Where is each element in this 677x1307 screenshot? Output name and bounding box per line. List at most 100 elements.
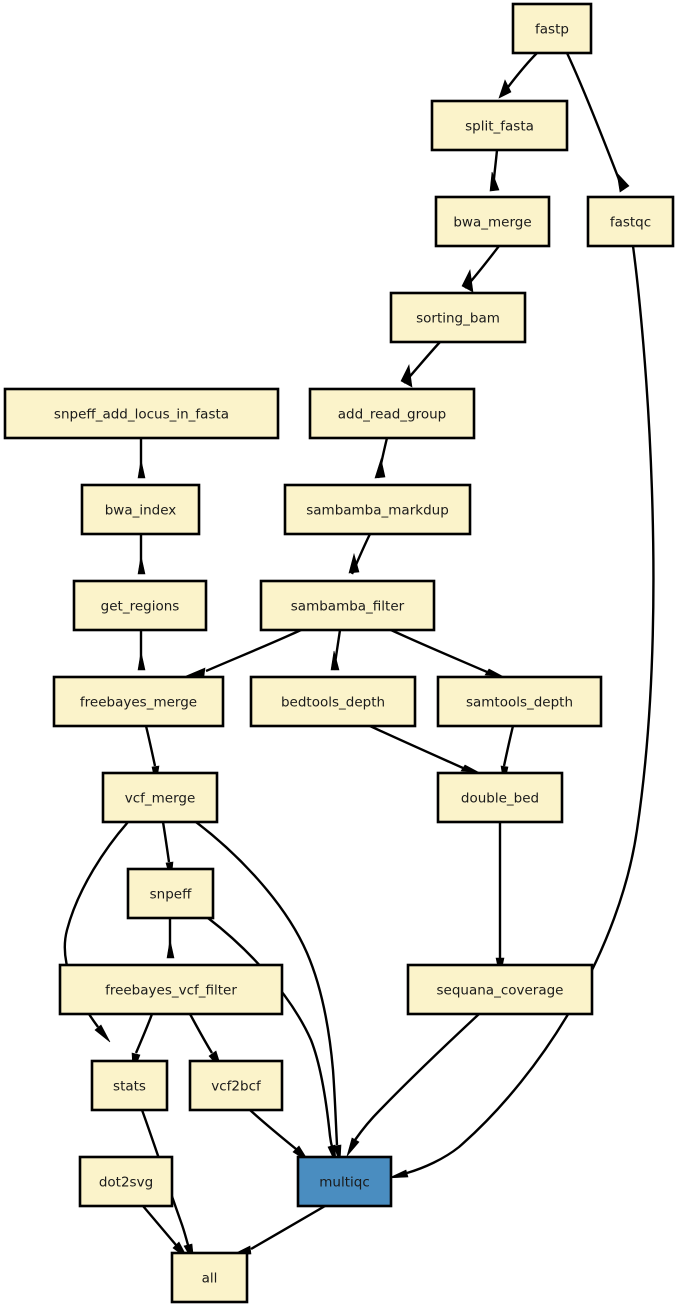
edge-line: [142, 1205, 177, 1246]
arrowhead-icon: [388, 1169, 409, 1179]
node-fastp[interactable]: fastp: [511, 2, 593, 55]
node-rect[interactable]: [72, 579, 208, 632]
node-vcf2bcf[interactable]: vcf2bcf: [188, 1059, 284, 1112]
node-fastqc[interactable]: fastqc: [586, 195, 675, 248]
node-rect[interactable]: [188, 1059, 284, 1112]
node-rect[interactable]: [58, 963, 284, 1016]
node-double_bed[interactable]: double_bed: [436, 771, 564, 824]
edge-line: [161, 821, 171, 863]
node-all[interactable]: all: [170, 1251, 249, 1304]
edge-split_fasta-bwa_merge: [489, 149, 500, 192]
arrowhead-icon: [137, 555, 146, 575]
node-rect[interactable]: [434, 195, 551, 248]
node-rect[interactable]: [249, 675, 417, 728]
edge-add_read_group-sambamba_markdup: [374, 437, 389, 479]
node-samtools_depth[interactable]: samtools_depth: [436, 675, 603, 728]
node-sambamba_markdup[interactable]: sambamba_markdup: [283, 483, 472, 536]
edge-sambamba_filter-bedtools_depth: [330, 629, 342, 671]
arrowhead-icon: [137, 459, 146, 479]
edge-bwa_index-get_regions: [137, 533, 146, 575]
edge-sambamba_filter-samtools_depth: [390, 628, 505, 678]
node-rect[interactable]: [259, 579, 436, 632]
node-sorting_bam[interactable]: sorting_bam: [389, 291, 527, 344]
edge-line: [144, 725, 157, 767]
edge-line: [134, 1013, 154, 1054]
edge-get_regions-freebayes_merge: [137, 629, 146, 671]
node-rect[interactable]: [436, 675, 603, 728]
edge-vcf2bcf-multiqc: [249, 1109, 310, 1163]
arrowhead-icon: [374, 457, 386, 479]
edge-fastp-split_fasta: [498, 52, 538, 99]
node-rect[interactable]: [170, 1251, 249, 1304]
node-bedtools_depth[interactable]: bedtools_depth: [249, 675, 417, 728]
node-rect[interactable]: [430, 99, 569, 152]
arrowhead-icon: [461, 268, 474, 293]
node-multiqc[interactable]: multiqc: [296, 1155, 393, 1208]
edge-line: [249, 1109, 297, 1150]
edge-line: [205, 628, 302, 673]
node-rect[interactable]: [308, 387, 476, 440]
edge-sambamba_filter-freebayes_merge: [185, 628, 302, 677]
node-rect[interactable]: [90, 1059, 169, 1112]
arrowhead-icon: [166, 939, 175, 959]
node-sambamba_filter[interactable]: sambamba_filter: [259, 579, 436, 632]
edge-sorting_bam-add_read_group: [400, 341, 441, 388]
edge-multiqc-all: [231, 1204, 326, 1256]
edge-line: [250, 1204, 326, 1251]
node-bwa_index[interactable]: bwa_index: [80, 483, 201, 536]
edge-double_bed-sequana_coverage: [495, 821, 505, 978]
edge-snpeff-multiqc: [207, 917, 337, 1165]
node-rect[interactable]: [101, 771, 219, 824]
arrowhead-icon: [498, 79, 512, 99]
edge-line: [207, 917, 334, 1147]
node-rect[interactable]: [3, 387, 280, 440]
node-bwa_merge[interactable]: bwa_merge: [434, 195, 551, 248]
edge-bwa_merge-sorting_bam: [461, 245, 500, 293]
arrowhead-icon: [330, 650, 340, 671]
node-rect[interactable]: [296, 1155, 393, 1208]
edge-fastqc-multiqc: [388, 245, 655, 1179]
node-rect[interactable]: [406, 963, 594, 1016]
node-rect[interactable]: [80, 483, 201, 536]
arrowhead-icon: [348, 552, 360, 574]
node-sequana_coverage[interactable]: sequana_coverage: [406, 963, 594, 1016]
node-freebayes_vcf_filter[interactable]: freebayes_vcf_filter: [58, 963, 284, 1016]
edge-snpeff-freebayes_vcf_filter: [166, 918, 175, 959]
node-split_fasta[interactable]: split_fasta: [430, 99, 569, 152]
edge-line: [195, 821, 339, 1146]
node-rect[interactable]: [511, 2, 593, 55]
node-stats[interactable]: stats: [90, 1059, 169, 1112]
edge-sequana_coverage-multiqc: [346, 1013, 480, 1157]
node-freebayes_merge[interactable]: freebayes_merge: [52, 675, 225, 728]
edge-dot2svg-all: [142, 1205, 189, 1260]
arrowhead-icon: [400, 363, 413, 388]
node-rect[interactable]: [52, 675, 225, 728]
node-rect[interactable]: [126, 867, 215, 920]
arrowhead-icon: [346, 1137, 360, 1157]
arrowhead-icon: [616, 172, 630, 193]
edge-line: [354, 1013, 480, 1141]
edge-line: [406, 245, 655, 1175]
node-dot2svg[interactable]: dot2svg: [78, 1155, 174, 1208]
node-rect[interactable]: [283, 483, 472, 536]
edge-line: [140, 1109, 190, 1246]
arrowhead-icon: [489, 171, 500, 192]
edge-fastp-fastqc: [565, 52, 630, 193]
node-rect[interactable]: [78, 1155, 174, 1208]
node-rect[interactable]: [586, 195, 675, 248]
edge-line: [565, 52, 625, 191]
node-get_regions[interactable]: get_regions: [72, 579, 208, 632]
node-snpeff_add_locus_in_fasta[interactable]: snpeff_add_locus_in_fasta: [3, 387, 280, 440]
node-snpeff[interactable]: snpeff: [126, 867, 215, 920]
node-add_read_group[interactable]: add_read_group: [308, 387, 476, 440]
node-vcf_merge[interactable]: vcf_merge: [101, 771, 219, 824]
edge-line: [369, 724, 464, 770]
node-rect[interactable]: [436, 771, 564, 824]
edge-line: [390, 628, 488, 674]
node-rect[interactable]: [389, 291, 527, 344]
arrowhead-icon: [137, 651, 146, 671]
edge-snpeff_add_locus_in_fasta-bwa_index: [137, 437, 146, 479]
